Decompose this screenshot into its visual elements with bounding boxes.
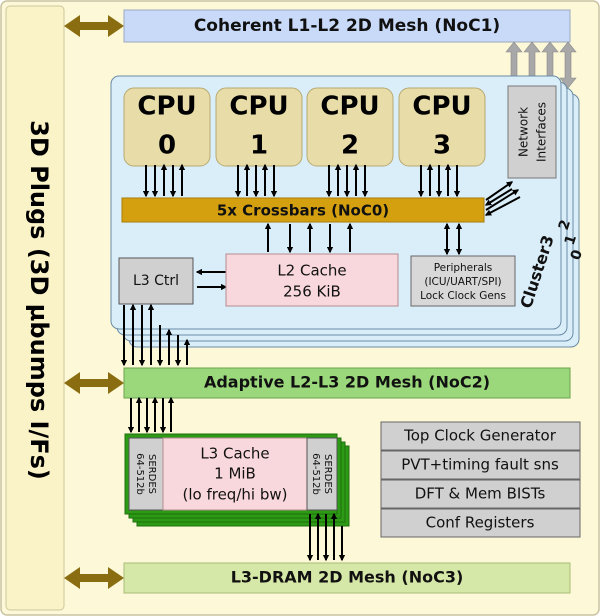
side-panel-label: 3D Plugs (3D µbumps I/Fs) [25, 120, 53, 480]
cpu-1-number: 1 [250, 131, 268, 161]
peripherals-block: Peripherals (ICU/UART/SPI) Lock Clock Ge… [410, 255, 516, 307]
stack-digit-2: 2 [556, 218, 574, 232]
cpu-0-title: CPU [137, 92, 196, 122]
noc3-mesh-bar: L3-DRAM 2D Mesh (NoC3) [123, 562, 571, 594]
noc2-l3-arrows [127, 396, 175, 434]
l3-cache-line1: L3 Cache [200, 445, 269, 463]
misc-block-label: Top Clock Generator [403, 427, 557, 445]
crossbar-peripherals-arrows [443, 222, 463, 256]
l3-ctrl-label: L3 Ctrl [133, 273, 179, 289]
misc-block-pvt-timing: PVT+timing fault sns [380, 450, 581, 480]
noc3-label: L3-DRAM 2D Mesh (NoC3) [231, 568, 464, 587]
cpu-1-block: CPU 1 [215, 87, 303, 167]
misc-block-top-clock-generator: Top Clock Generator [380, 421, 581, 451]
l2-cache-line2: 256 KiB [283, 283, 341, 301]
gold-double-arrow-noc1 [64, 15, 124, 37]
cpu-3-title: CPU [412, 92, 471, 122]
serdes-right-line2: SERDES [322, 454, 333, 494]
misc-block-label: DFT & Mem BISTs [415, 485, 546, 503]
l3-noc3-arrows [306, 512, 346, 562]
l2-cache-line1: L2 Cache [277, 262, 346, 280]
crossbar-ni-arrows [484, 181, 521, 216]
crossbar-noc0: 5x Crossbars (NoC0) [121, 197, 485, 223]
peripherals-line3: Lock Clock Gens [420, 290, 506, 302]
cpu-3-number: 3 [433, 131, 451, 161]
noc2-label: Adaptive L2-L3 2D Mesh (NoC2) [204, 373, 490, 392]
serdes-right-block: 64-512b SERDES [306, 437, 338, 511]
cpu-2-block: CPU 2 [306, 87, 394, 167]
noc1-mesh-bar: Coherent L1-L2 2D Mesh (NoC1) [123, 9, 571, 43]
misc-block-conf-registers: Conf Registers [380, 508, 581, 538]
misc-block-dft-mem-bists: DFT & Mem BISTs [380, 479, 581, 509]
cpu-crossbar-arrows [142, 163, 461, 198]
gold-double-arrow-noc2 [64, 372, 124, 394]
cpu-2-number: 2 [341, 131, 359, 161]
l2-l3ctrl-arrows [195, 268, 228, 291]
serdes-right-line1: 64-512b [310, 453, 321, 495]
l3-cache-line2: 1 MiB [214, 465, 256, 483]
serdes-left-line1: 64-512b [134, 453, 145, 495]
cpu-1-title: CPU [229, 92, 288, 122]
network-interfaces-line1: Network [517, 107, 531, 157]
gold-double-arrow-noc3 [64, 567, 124, 589]
serdes-left-line2: SERDES [146, 454, 157, 494]
cpu-0-block: CPU 0 [123, 87, 211, 167]
peripherals-line2: (ICU/UART/SPI) [424, 276, 501, 288]
l3-ctrl-block: L3 Ctrl [118, 257, 194, 305]
cpu-0-number: 0 [158, 131, 176, 161]
peripherals-line1: Peripherals [434, 262, 493, 274]
cpu-2-title: CPU [320, 92, 379, 122]
misc-block-label: Conf Registers [426, 514, 535, 532]
crossbar-l2-arrows [264, 222, 354, 254]
network-interfaces-block: Network Interfaces [507, 85, 557, 179]
noc2-mesh-bar: Adaptive L2-L3 2D Mesh (NoC2) [123, 367, 571, 399]
side-panel-3d-plugs: 3D Plugs (3D µbumps I/Fs) [5, 5, 65, 611]
l3-cache-line3: (lo freq/hi bw) [183, 486, 288, 504]
l2-cache-block: L2 Cache 256 KiB [225, 253, 399, 307]
noc1-label: Coherent L1-L2 2D Mesh (NoC1) [194, 16, 500, 36]
l3-cache-block: L3 Cache 1 MiB (lo freq/hi bw) [162, 437, 308, 511]
crossbar-label: 5x Crossbars (NoC0) [217, 202, 389, 220]
serdes-left-block: 64-512b SERDES [128, 437, 164, 511]
cpu-3-block: CPU 3 [398, 87, 486, 167]
stack-digit-1: 1 [562, 233, 580, 247]
misc-block-label: PVT+timing fault sns [401, 456, 559, 474]
network-interfaces-line2: Interfaces [535, 102, 549, 162]
l3ctrl-noc2-arrows [120, 303, 191, 367]
